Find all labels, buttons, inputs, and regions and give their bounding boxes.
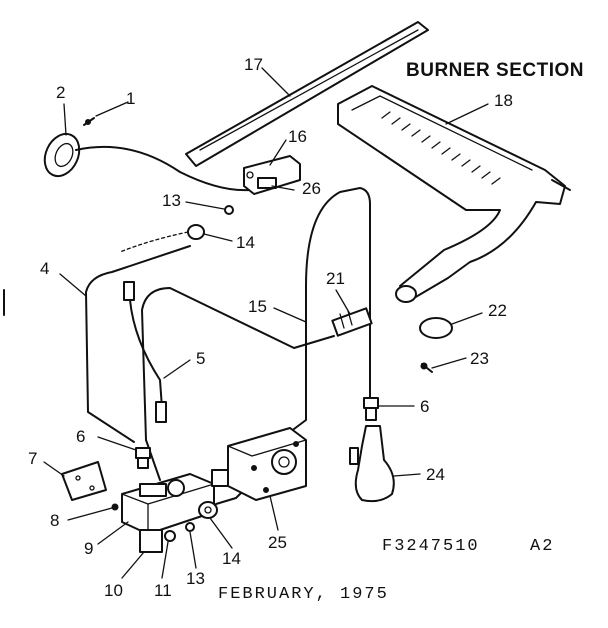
callout-4: 4 xyxy=(40,259,50,278)
callout-14-upper: 14 xyxy=(236,233,255,252)
callout-13-upper: 13 xyxy=(162,191,181,210)
valve-screw xyxy=(111,503,119,511)
gas-line-dashed xyxy=(119,231,189,253)
diagram-date: FEBRUARY, 1975 xyxy=(218,585,389,604)
nut-upper xyxy=(224,205,234,215)
callout-15: 15 xyxy=(248,297,267,316)
nut-lower xyxy=(185,522,195,532)
igniter-lead xyxy=(123,281,167,423)
figure-code: F3247510 xyxy=(382,537,480,556)
pilot-tube xyxy=(85,245,191,443)
revision-code: A2 xyxy=(530,537,555,556)
fitting-lower xyxy=(198,501,218,519)
callout-11: 11 xyxy=(154,581,172,600)
mounting-bracket xyxy=(61,461,107,501)
callout-10: 10 xyxy=(104,581,123,600)
burner-cap xyxy=(419,317,453,339)
valve-elbow xyxy=(139,529,176,553)
fitting-left xyxy=(135,447,151,469)
callout-6-left: 6 xyxy=(76,427,86,446)
callout-22: 22 xyxy=(488,301,507,320)
callout-13-lower: 13 xyxy=(186,569,205,588)
callout-26: 26 xyxy=(302,179,321,198)
callout-17: 17 xyxy=(244,55,263,74)
section-title: BURNER SECTION xyxy=(406,60,585,81)
callout-14-lower: 14 xyxy=(222,549,241,568)
gas-regulator xyxy=(211,427,307,501)
leader-lines xyxy=(43,67,489,579)
burner-tube xyxy=(225,187,371,481)
callout-8: 8 xyxy=(50,511,60,530)
callout-9: 9 xyxy=(84,539,94,558)
fitting-right xyxy=(363,397,379,421)
callout-6-right: 6 xyxy=(420,397,430,416)
supply-tube xyxy=(141,287,335,481)
oven-burner-tube xyxy=(337,85,571,303)
callout-23: 23 xyxy=(470,349,489,368)
callout-25: 25 xyxy=(268,533,287,552)
callout-16: 16 xyxy=(288,127,307,146)
burner-orifice xyxy=(331,307,373,337)
callout-7: 7 xyxy=(28,449,38,468)
safety-valve xyxy=(121,473,215,535)
callout-1: 1 xyxy=(126,89,136,108)
fitting-upper xyxy=(187,224,205,240)
igniter-bracket xyxy=(243,155,301,195)
elbow-connector xyxy=(349,425,395,503)
callout-18: 18 xyxy=(494,91,513,110)
callout-5: 5 xyxy=(196,349,206,368)
mounting-screw xyxy=(83,117,95,126)
flame-sensor xyxy=(43,132,251,192)
callout-21: 21 xyxy=(326,269,345,288)
callout-24: 24 xyxy=(426,465,445,484)
burner-bracket-rail xyxy=(185,21,429,167)
callout-2: 2 xyxy=(56,83,66,102)
